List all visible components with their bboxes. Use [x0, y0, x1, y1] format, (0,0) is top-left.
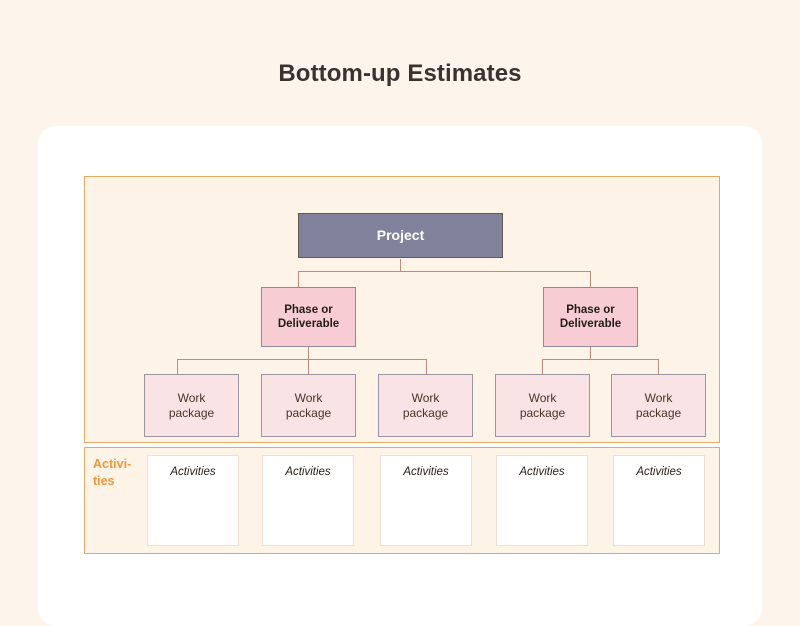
connector-wp-bus-right [542, 359, 659, 360]
node-work-package-3-line1: Work [411, 390, 440, 405]
page-title: Bottom-up Estimates [278, 60, 522, 87]
connector-phase-drop-2 [590, 271, 591, 287]
activities-row-label: Activi- ties [93, 456, 141, 490]
activities-box-3[interactable]: Activities [380, 455, 472, 546]
node-phase-2-line2: Deliverable [559, 318, 622, 330]
node-work-package-5[interactable]: Work package [611, 374, 706, 437]
activities-box-4-label: Activities [519, 466, 565, 478]
node-work-package-2-line1: Work [294, 390, 323, 405]
node-work-package-4[interactable]: Work package [495, 374, 590, 437]
node-work-package-3[interactable]: Work package [378, 374, 473, 437]
node-work-package-2[interactable]: Work package [261, 374, 356, 437]
node-work-package-1-line1: Work [177, 390, 206, 405]
connector-phase2-stem [590, 347, 591, 360]
node-work-package-4-line2: package [519, 405, 566, 420]
node-work-package-2-line2: package [285, 405, 332, 420]
activities-row-label-line2: ties [93, 473, 115, 488]
activities-box-1-label: Activities [170, 466, 216, 478]
connector-wp-bus-left [177, 359, 426, 360]
connector-wp-drop-1 [177, 359, 178, 374]
connector-phase1-stem [308, 347, 309, 360]
node-phase-1[interactable]: Phase or Deliverable [261, 287, 356, 347]
node-work-package-4-label: Work package [520, 391, 565, 421]
node-project-label: Project [376, 226, 425, 243]
node-work-package-5-line2: package [635, 405, 682, 420]
activities-box-5-label: Activities [636, 466, 682, 478]
node-work-package-3-line2: package [402, 405, 449, 420]
connector-wp-drop-4 [542, 359, 543, 374]
node-phase-2[interactable]: Phase or Deliverable [543, 287, 638, 347]
activities-box-4[interactable]: Activities [496, 455, 588, 546]
connector-wp-drop-2 [308, 359, 309, 374]
node-phase-2-label: Phase or Deliverable [560, 303, 621, 332]
node-work-package-3-label: Work package [403, 391, 448, 421]
activities-box-1[interactable]: Activities [147, 455, 239, 546]
node-phase-1-line2: Deliverable [277, 318, 340, 330]
node-work-package-1-label: Work package [169, 391, 214, 421]
node-work-package-2-label: Work package [286, 391, 331, 421]
node-project[interactable]: Project [298, 213, 503, 258]
node-work-package-5-line1: Work [644, 390, 673, 405]
activities-box-5[interactable]: Activities [613, 455, 705, 546]
node-phase-1-label: Phase or Deliverable [278, 303, 339, 332]
connector-wp-drop-3 [426, 359, 427, 374]
connector-phase-drop-1 [298, 271, 299, 287]
node-phase-2-line1: Phase or [566, 303, 615, 316]
connector-wp-drop-5 [658, 359, 659, 374]
activities-box-2[interactable]: Activities [262, 455, 354, 546]
activities-row-label-line1: Activi- [93, 457, 132, 471]
node-work-package-5-label: Work package [636, 391, 681, 421]
connector-phase-bus [298, 271, 591, 272]
node-work-package-1[interactable]: Work package [144, 374, 239, 437]
activities-box-3-label: Activities [403, 466, 449, 478]
connector-project-stem [400, 259, 401, 272]
node-work-package-1-line2: package [168, 405, 215, 420]
node-work-package-4-line1: Work [528, 390, 557, 405]
node-phase-1-line1: Phase or [284, 303, 333, 316]
activities-box-2-label: Activities [285, 466, 331, 478]
